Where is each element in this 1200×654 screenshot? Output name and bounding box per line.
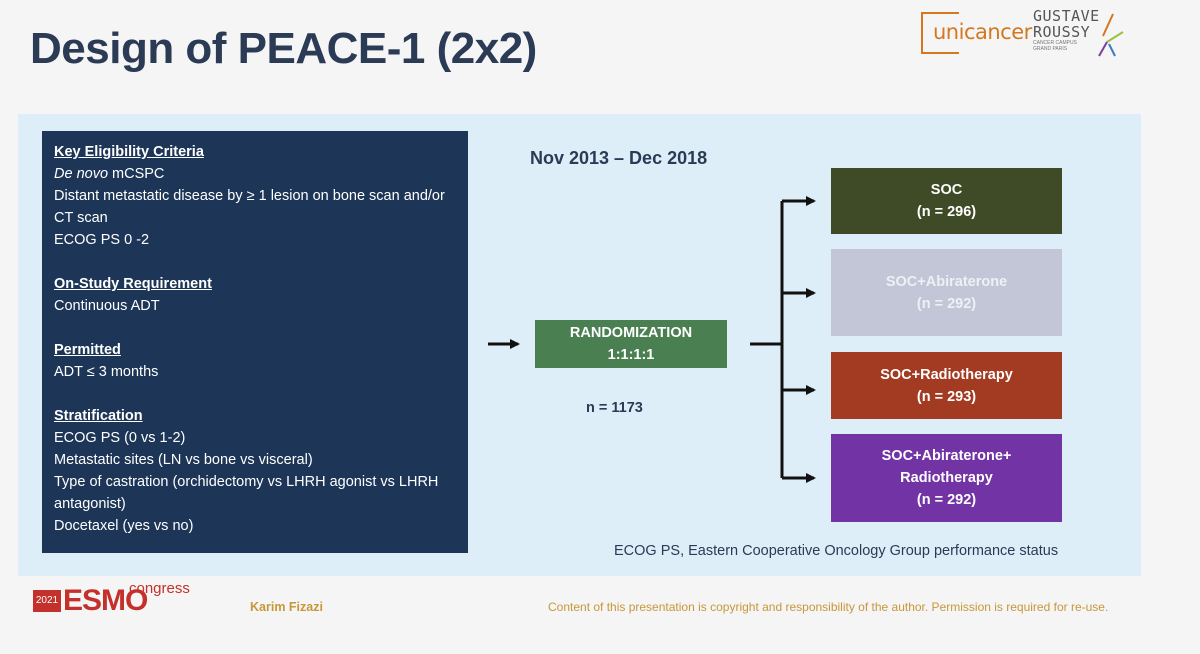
eligibility-line1-italic: De novo: [54, 166, 109, 182]
arm-soc-box: SOC (n = 296): [831, 168, 1062, 234]
arm-soc-label: SOC: [930, 182, 963, 198]
on-study-line1: Continuous ADT: [54, 298, 160, 314]
gustave-roussy-logo: GUSTAVE ROUSSY CANCER CAMPUS GRAND PARIS: [1033, 8, 1133, 58]
criteria-box: Key Eligibility Criteria De novo mCSPC D…: [42, 131, 468, 553]
stratification-item-2: Metastatic sites (LN vs bone vs visceral…: [54, 452, 313, 468]
slide-title: Design of PEACE-1 (2x2): [30, 24, 537, 73]
permitted-heading: Permitted: [54, 342, 121, 358]
randomization-label: RANDOMIZATION: [569, 325, 693, 341]
on-study-section: On-Study Requirement Continuous ADT: [54, 273, 456, 317]
study-period: Nov 2013 – Dec 2018: [530, 148, 708, 168]
gustave-roussy-line2: ROUSSY: [1033, 23, 1091, 41]
arm-soc-abiraterone-radiotherapy-n: (n = 292): [916, 492, 977, 508]
copyright-notice: Content of this presentation is copyrigh…: [548, 600, 1109, 614]
gustave-roussy-line1: GUSTAVE: [1033, 7, 1100, 25]
arm-soc-n: (n = 296): [916, 204, 977, 220]
unicancer-logo-text: unicancer: [933, 20, 1032, 44]
arm-soc-abiraterone-label: SOC+Abiraterone: [885, 273, 1008, 290]
arm-soc-radiotherapy-n: (n = 293): [916, 388, 977, 405]
permitted-section: Permitted ADT ≤ 3 months: [54, 339, 456, 383]
eligibility-line2: Distant metastatic disease by ≥ 1 lesion…: [54, 188, 445, 226]
presenter-name: Karim Fizazi: [250, 600, 323, 614]
arm-soc-abiraterone-radiotherapy-label1: SOC+Abiraterone+: [881, 448, 1012, 464]
esmo-congress-logo: 2021 ESMO congress: [33, 580, 193, 617]
randomization-box: RANDOMIZATION 1:1:1:1: [535, 320, 727, 368]
eligibility-line1: De novo mCSPC: [54, 163, 456, 185]
randomization-ratio: 1:1:1:1: [607, 347, 655, 363]
permitted-line1: ADT ≤ 3 months: [54, 364, 159, 380]
arm-soc-abiraterone-box: SOC+Abiraterone (n = 292): [831, 249, 1062, 336]
arm-soc-radiotherapy-label: SOC+Radiotherapy: [880, 366, 1013, 383]
stratification-item-3: Type of castration (orchidectomy vs LHRH…: [54, 474, 439, 512]
stratification-item-4: Docetaxel (yes vs no): [54, 518, 194, 534]
arm-soc-abiraterone-n: (n = 292): [916, 295, 977, 312]
gustave-roussy-line3: CANCER CAMPUS: [1033, 40, 1077, 46]
stratification-item-1: ECOG PS (0 vs 1-2): [54, 430, 186, 446]
esmo-name: ESMO: [63, 584, 148, 617]
total-patients: n = 1173: [586, 400, 643, 416]
eligibility-section: Key Eligibility Criteria De novo mCSPC D…: [54, 141, 456, 251]
eligibility-line3: ECOG PS 0 -2: [54, 232, 150, 248]
unicancer-bracket-icon: [921, 12, 959, 54]
on-study-heading: On-Study Requirement: [54, 276, 212, 292]
gustave-roussy-line4: GRAND PARIS: [1033, 46, 1068, 52]
gustave-roussy-strokes-icon: [1098, 13, 1124, 57]
esmo-congress-word: congress: [129, 580, 190, 597]
unicancer-logo: unicancer: [921, 12, 1032, 56]
arm-soc-abiraterone-radiotherapy-box: SOC+Abiraterone+ Radiotherapy (n = 292): [831, 434, 1062, 522]
stratification-heading: Stratification: [54, 408, 143, 424]
eligibility-line1-rest: mCSPC: [108, 166, 165, 182]
footnote: ECOG PS, Eastern Cooperative Oncology Gr…: [614, 543, 1059, 559]
arm-soc-radiotherapy-box: SOC+Radiotherapy (n = 293): [831, 352, 1062, 419]
eligibility-heading: Key Eligibility Criteria: [54, 144, 204, 160]
arm-soc-abiraterone-radiotherapy-label2: Radiotherapy: [900, 470, 993, 486]
stratification-section: Stratification ECOG PS (0 vs 1-2) Metast…: [54, 405, 456, 537]
esmo-year: 2021: [33, 590, 61, 612]
